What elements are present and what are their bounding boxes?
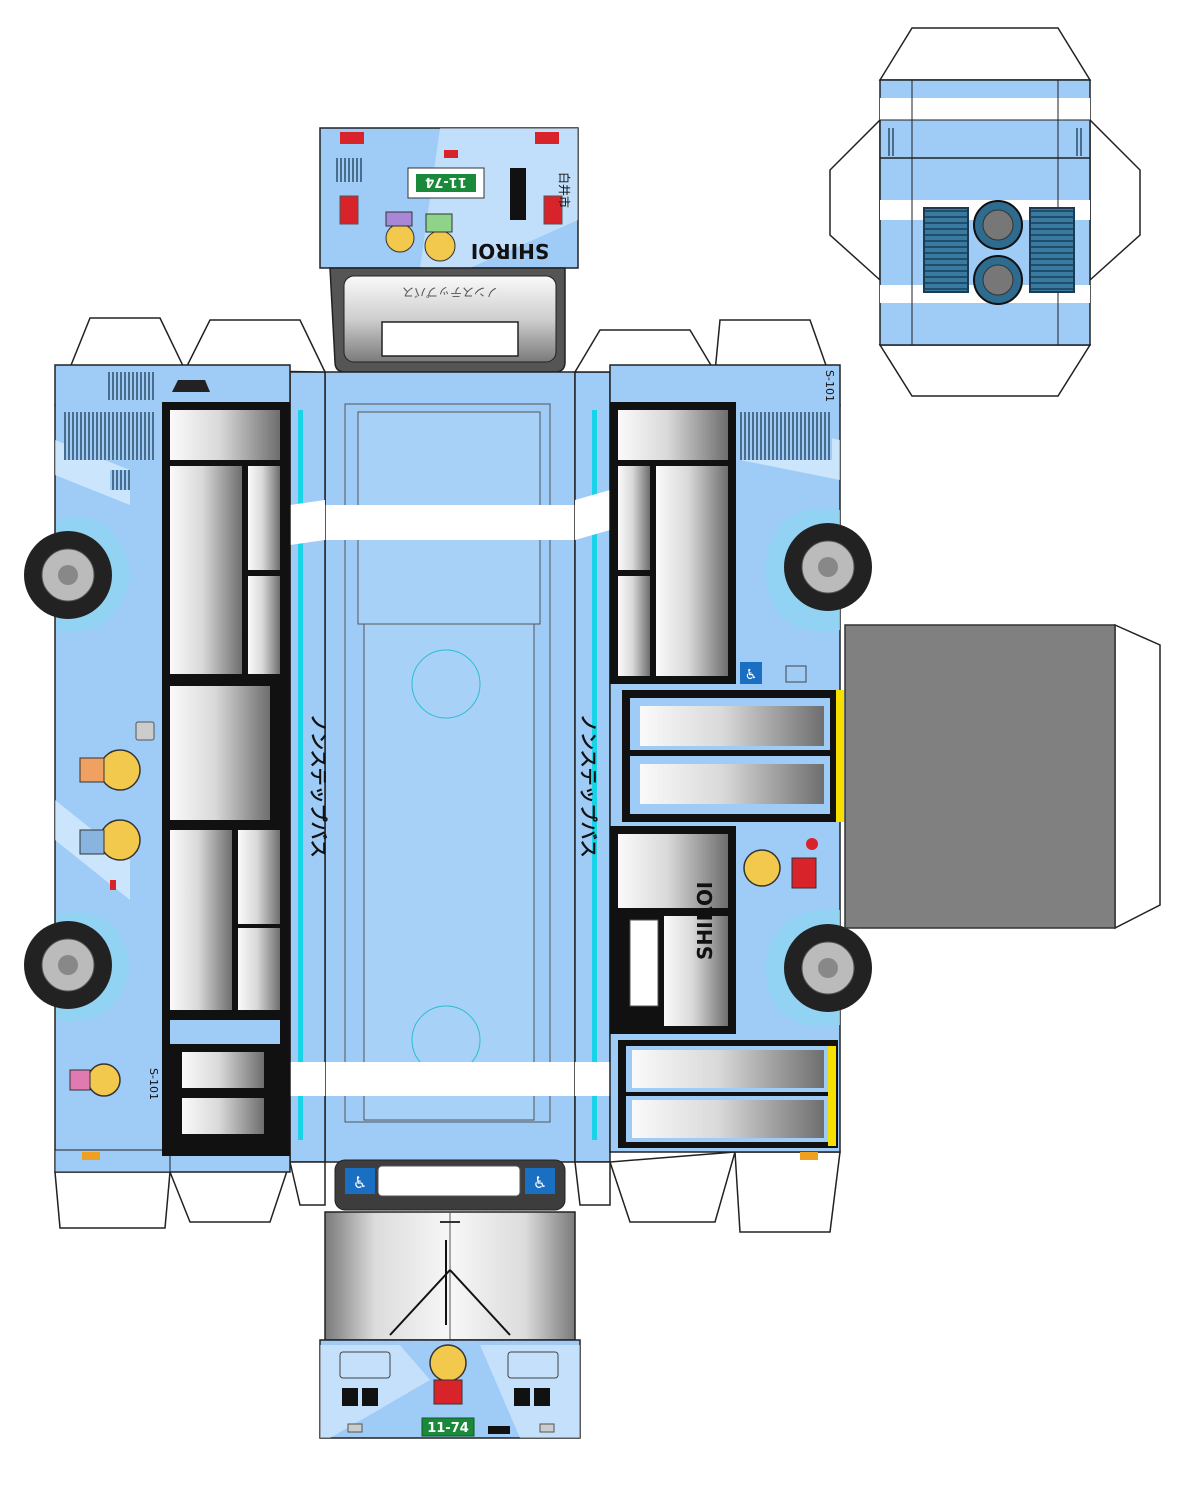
left-tab-top-2 — [183, 319, 327, 373]
rear-tail-light-right — [543, 195, 563, 225]
left-vent-top — [108, 372, 154, 400]
rear-face-panel: 11-74 白井市 SHIROI ノンステップバス — [319, 127, 579, 373]
base-gray-rect — [844, 624, 1116, 929]
mascot-icon — [743, 838, 818, 889]
roof-nonstep-text-left: ノンステップバス — [307, 714, 329, 858]
front-plate-text: 11-74 — [427, 1421, 469, 1436]
roof-nonstep-text-right: ノンステップバス — [577, 714, 599, 858]
right-tab-bottom-1 — [608, 1151, 737, 1223]
left-side-panel: S-101 — [24, 317, 327, 1229]
left-window-1 — [170, 410, 280, 460]
ac-vent-right — [1074, 128, 1084, 156]
roof-vent-front — [411, 649, 481, 719]
ac-vent-left — [886, 128, 896, 156]
front-face-panel: ♿ ♿ 11-74 — [319, 1159, 581, 1439]
rear-vent — [336, 158, 364, 182]
grille-icon — [923, 207, 969, 293]
right-brand-text: SHIROI — [693, 882, 717, 960]
right-window-1 — [618, 410, 728, 460]
rear-destination-sign — [381, 321, 519, 357]
roof-stripe-bottom — [325, 1062, 575, 1096]
rear-marker-light-right — [535, 132, 559, 144]
left-window-rear-1 — [182, 1052, 264, 1088]
right-window-2 — [656, 466, 728, 676]
left-fleet-number: S-101 — [147, 1068, 160, 1100]
ac-flap-top — [878, 27, 1092, 81]
ac-flap-bottom — [878, 344, 1092, 397]
rear-number-window — [510, 168, 526, 220]
wheelchair-icon — [740, 662, 762, 684]
left-tab-bottom-1 — [54, 1171, 171, 1229]
left-window-4 — [170, 830, 232, 1010]
base-tab — [1114, 623, 1161, 930]
wheelchair-icon — [525, 1168, 555, 1194]
ac-flap-right — [1089, 118, 1141, 282]
ac-flap-left — [829, 118, 881, 282]
rear-brand-text: SHIROI — [471, 239, 549, 263]
rear-license-plate — [416, 174, 476, 192]
roof-stripe-top — [325, 505, 575, 540]
roof-inner-outline — [344, 403, 551, 1123]
wheelchair-icon — [345, 1168, 375, 1194]
roof-hatch-rear — [363, 623, 535, 1121]
ac-stripe-1 — [880, 98, 1090, 120]
rear-marker-light-left — [340, 132, 364, 144]
right-side-panel: S-101 ♿ — [573, 319, 872, 1233]
right-tab-bottom-2 — [734, 1151, 841, 1233]
svg-text:♿: ♿ — [353, 1173, 367, 1192]
mascot-icon — [385, 211, 456, 262]
rear-tail-light-left — [339, 195, 359, 225]
left-window-2 — [170, 466, 242, 674]
roof-edge-right: ノンステップバス — [574, 371, 611, 1163]
left-window-3 — [170, 686, 270, 820]
right-window-3 — [618, 834, 728, 908]
floor-base-panel — [844, 623, 1161, 930]
rear-city-name: 白井市 — [557, 172, 572, 208]
roof-edge-left: ノンステップバス — [289, 371, 329, 1163]
svg-text:♿: ♿ — [533, 1173, 547, 1192]
grille-icon — [1029, 207, 1075, 293]
roof-ac-unit-net — [829, 27, 1141, 397]
mascot-icon — [429, 1344, 467, 1405]
front-destination-sign — [377, 1165, 521, 1197]
rear-window-text: ノンステップバス — [402, 285, 498, 299]
svg-text:♿: ♿ — [745, 667, 758, 683]
right-engine-vent — [740, 412, 832, 460]
left-window-rear-2 — [182, 1098, 264, 1134]
rear-plate-text: 11-74 — [425, 174, 467, 189]
right-fleet-number: S-101 — [823, 370, 836, 402]
cyan-trim-left — [298, 410, 303, 1140]
left-engine-vent — [64, 412, 154, 460]
roof-panel — [324, 371, 576, 1163]
front-license-plate — [421, 1417, 475, 1437]
right-window-4 — [664, 916, 728, 1026]
mascot-icon — [69, 749, 141, 1097]
cyan-trim-right — [592, 410, 597, 1140]
